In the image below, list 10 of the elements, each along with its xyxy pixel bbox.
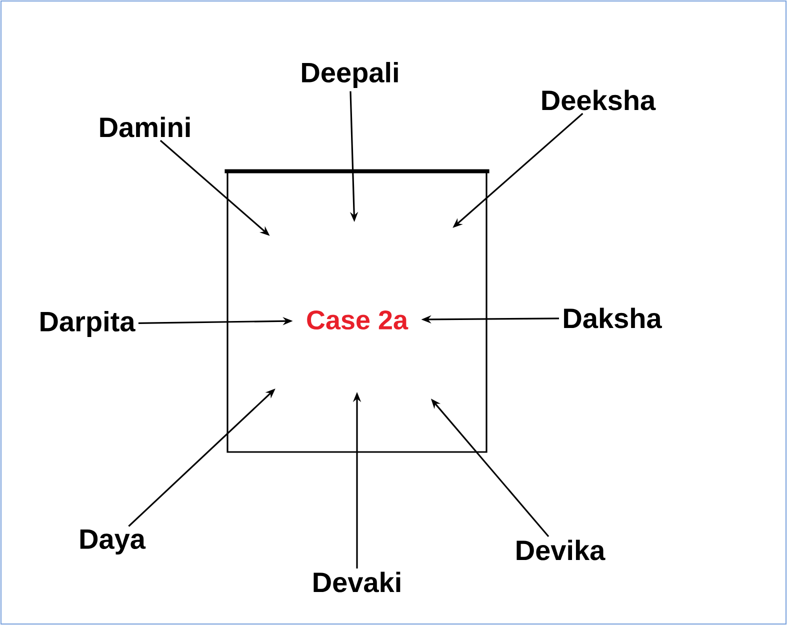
name-label: Devaki <box>314 572 400 592</box>
name-label: Deeksha <box>542 90 656 110</box>
name-label: Deepali <box>302 62 398 88</box>
name-label: Darpita <box>40 310 136 338</box>
name-label: Daksha <box>564 308 662 328</box>
name-label: Devika <box>516 540 606 560</box>
name-label: Damini <box>100 116 190 138</box>
center-label: Case 2a <box>307 310 408 330</box>
name-label: Daya <box>80 529 146 555</box>
square <box>224 169 490 453</box>
